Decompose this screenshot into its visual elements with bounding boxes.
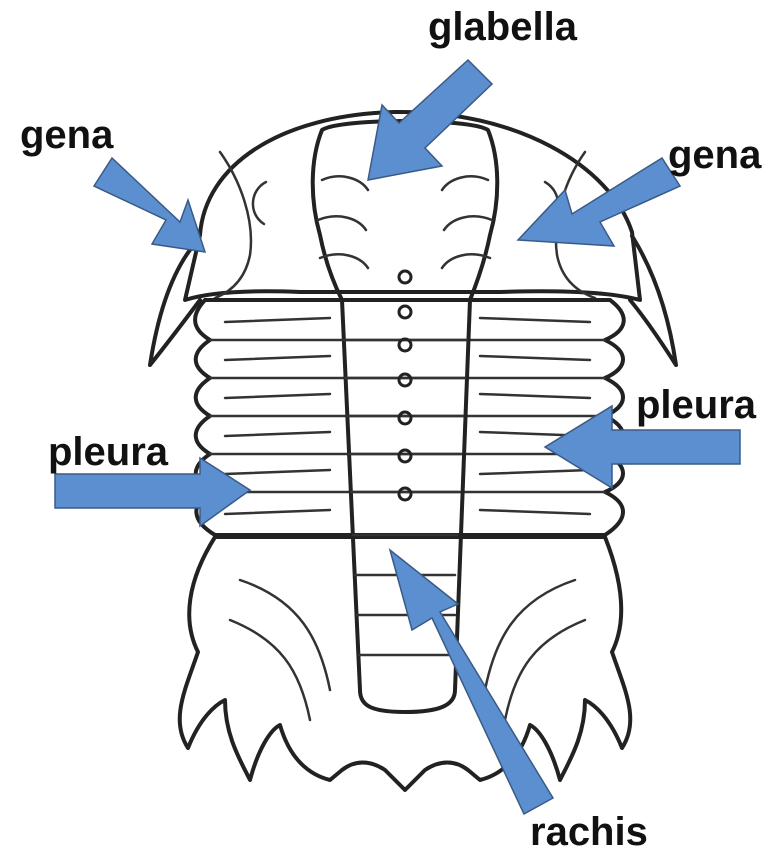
- label-pleura-left: pleura: [48, 430, 169, 474]
- gena-right-arrow: [518, 158, 680, 246]
- label-pleura-right: pleura: [636, 383, 757, 427]
- label-gena-right: gena: [668, 133, 762, 177]
- label-glabella: glabella: [428, 5, 578, 49]
- gena-left-arrow: [94, 158, 205, 252]
- label-rachis: rachis: [530, 810, 648, 854]
- label-gena-left: gena: [20, 113, 114, 157]
